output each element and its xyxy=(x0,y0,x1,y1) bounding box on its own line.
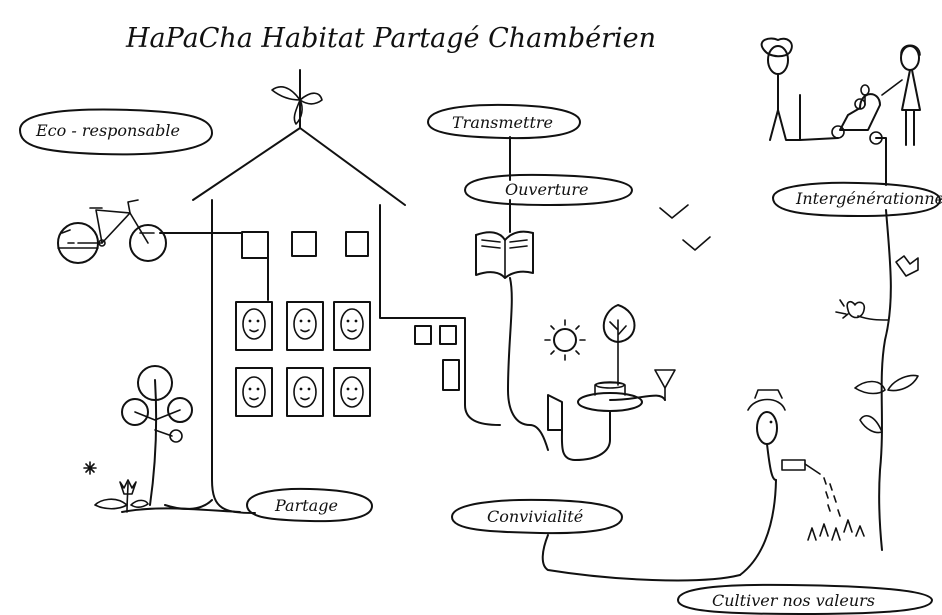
label-cultiver-nos-valeurs: Cultiver nos valeurs xyxy=(678,585,932,614)
svg-text:Ouverture: Ouverture xyxy=(505,180,588,199)
bird-icon-1 xyxy=(660,205,688,218)
label-partage: Partage xyxy=(247,489,372,521)
svg-text:Convivialité: Convivialité xyxy=(487,507,583,526)
svg-text:Transmettre: Transmettre xyxy=(452,113,553,132)
small-tree-icon xyxy=(604,305,635,385)
residents-faces-row-2 xyxy=(236,368,370,416)
page-title: HaPaCha Habitat Partagé Chambérien xyxy=(125,23,656,54)
svg-text:Partage: Partage xyxy=(274,496,338,515)
tall-flower-icon xyxy=(836,210,918,550)
cafe-table-icon xyxy=(548,370,675,460)
sun-icon xyxy=(545,320,585,360)
residents-faces-row-1 xyxy=(236,302,370,350)
wind-turbine-icon xyxy=(272,70,322,128)
gardener-icon xyxy=(543,390,864,580)
svg-text:Intergénérationnel: Intergénérationnel xyxy=(795,189,942,208)
label-ouverture: Ouverture xyxy=(465,175,632,205)
label-eco-responsable: Eco - responsable xyxy=(20,110,212,155)
label-convivialite: Convivialité xyxy=(452,500,622,533)
bicycle-icon xyxy=(58,200,166,263)
tree-and-flowers-icon xyxy=(84,366,240,512)
svg-text:Eco - responsable: Eco - responsable xyxy=(35,121,180,140)
bird-icon-2 xyxy=(683,237,710,250)
label-intergenerationnel: Intergénérationnel xyxy=(773,183,942,216)
label-transmettre: Transmettre xyxy=(428,105,580,138)
book-icon xyxy=(476,232,533,278)
family-icon xyxy=(762,38,920,185)
svg-text:Cultiver nos valeurs: Cultiver nos valeurs xyxy=(712,591,875,610)
